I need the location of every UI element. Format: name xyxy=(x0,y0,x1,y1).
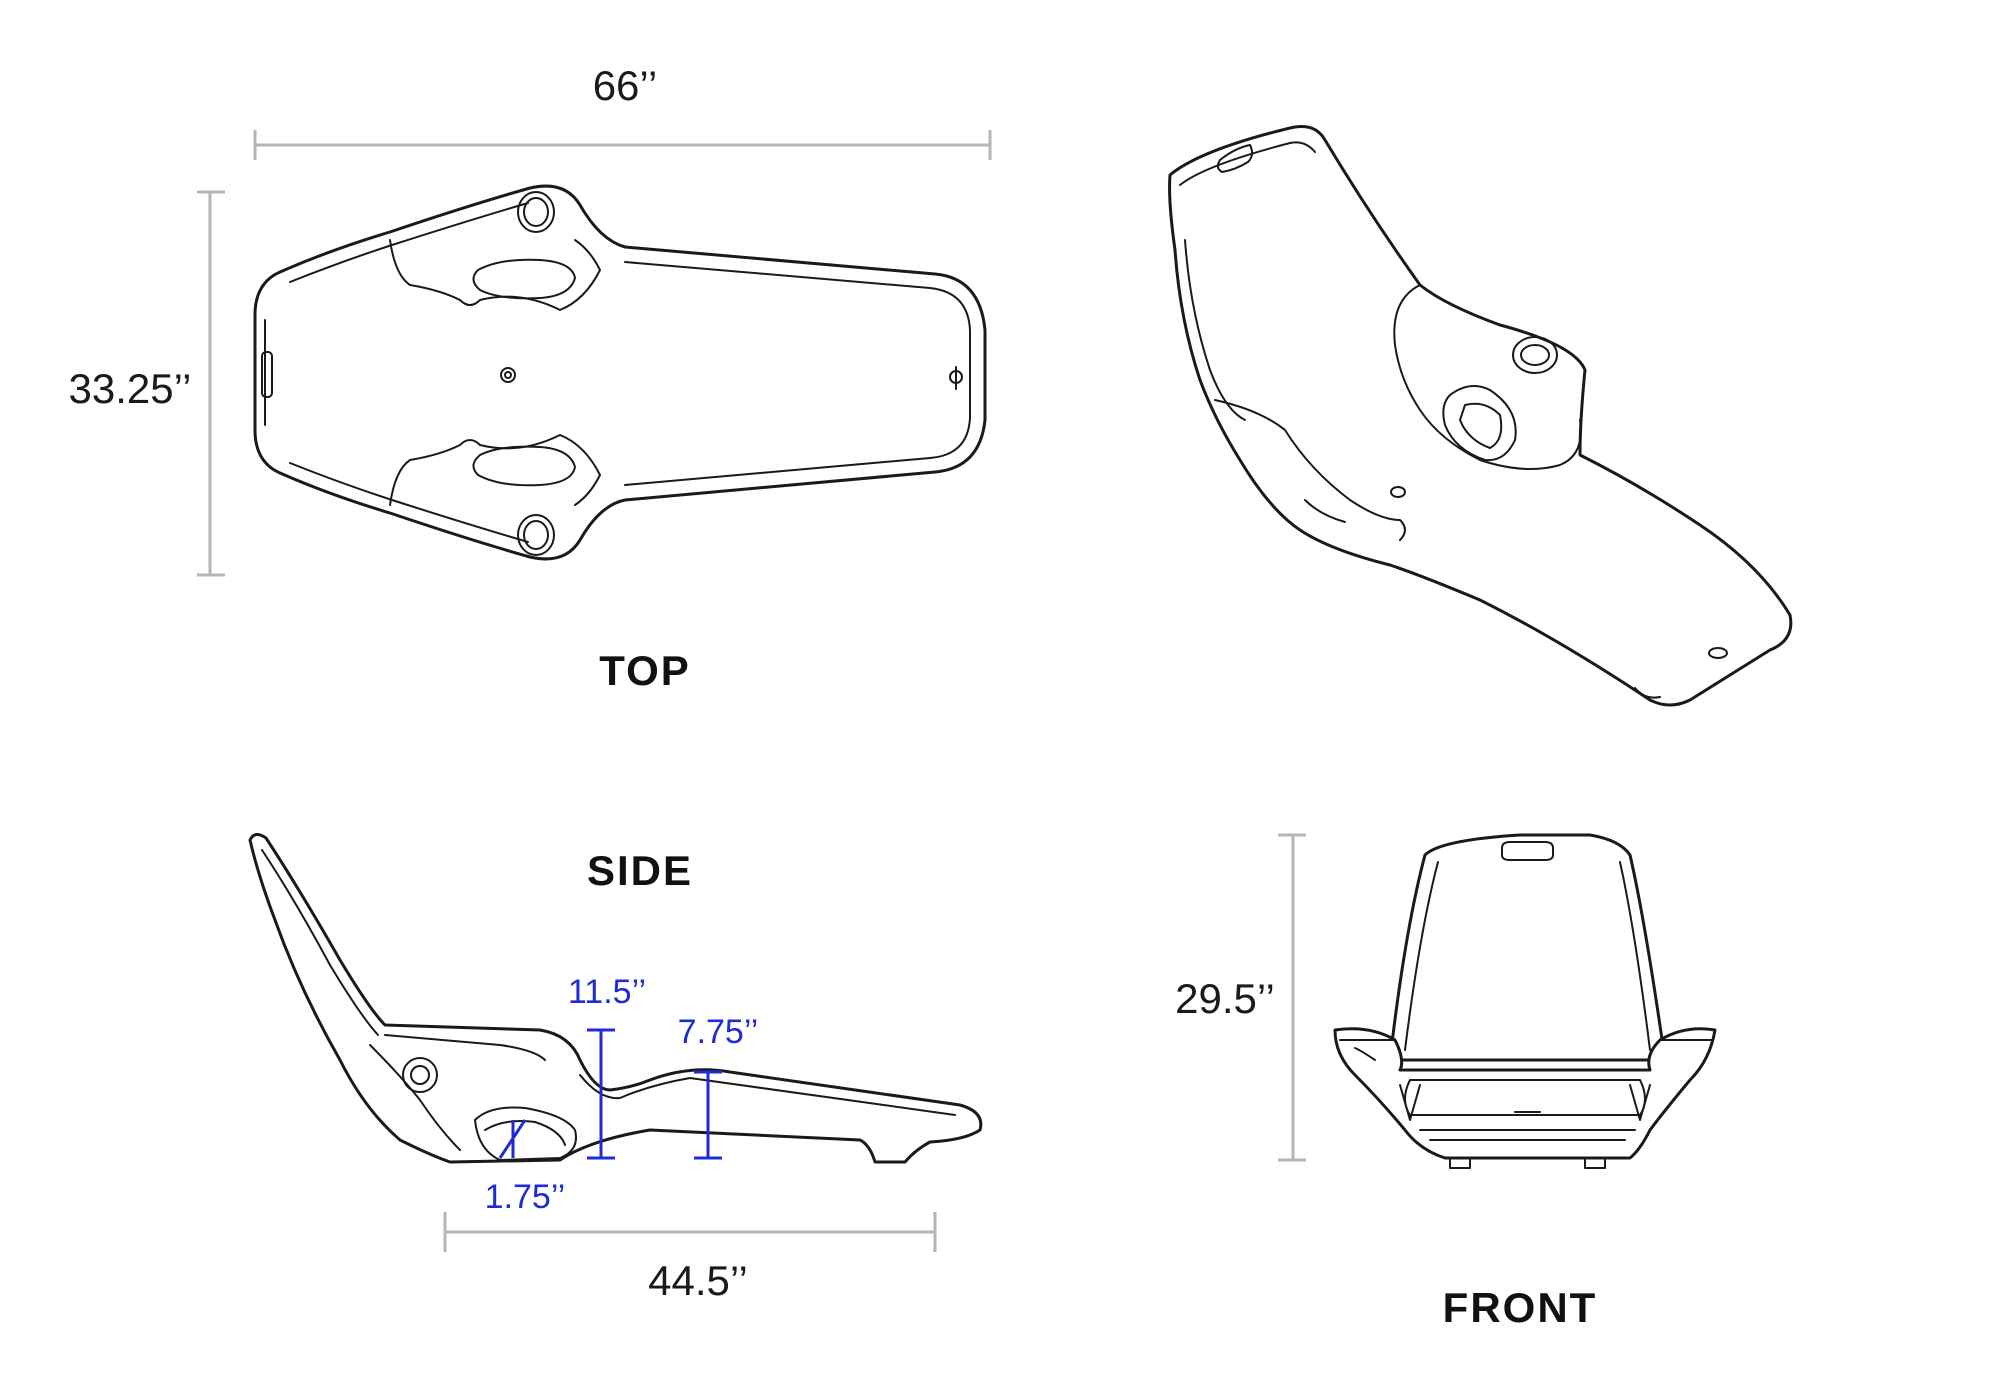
side-ring-fitting xyxy=(402,1057,438,1093)
seat-height-label: 11.5’’ xyxy=(568,973,646,1011)
front-handle-slot xyxy=(1501,841,1554,861)
back-handle-slot xyxy=(1216,144,1254,173)
front-backrest xyxy=(1388,833,1667,1062)
top-lounger-outline xyxy=(253,184,987,561)
width-label: 33.25’’ xyxy=(68,365,191,412)
top-handle-grip xyxy=(261,351,273,398)
width-dimension: 33.25’’ xyxy=(68,190,225,577)
top-view: 66’’ 33.25’’ xyxy=(68,62,992,577)
perspective-cup-holder xyxy=(1512,336,1558,374)
side-handle-recess xyxy=(474,1106,577,1161)
perspective-lounger-outline xyxy=(1168,125,1793,707)
lower-handle-slot xyxy=(472,445,576,487)
top-center-drain xyxy=(500,367,516,383)
leg-height-label: 7.75’’ xyxy=(678,1013,759,1051)
seat-height-marker xyxy=(587,1028,615,1160)
back-height-label: 29.5’’ xyxy=(1175,975,1275,1022)
side-lounger-outline xyxy=(248,833,983,1164)
perspective-handle-well xyxy=(1442,385,1517,462)
lower-cup-holder xyxy=(517,514,555,556)
base-clearance-label: 1.75’’ xyxy=(485,1178,566,1216)
seat-length-dimension: 44.5’’ xyxy=(443,1212,937,1304)
leg-height-marker xyxy=(694,1070,722,1160)
seat-length-label: 44.5’’ xyxy=(648,1257,748,1304)
perspective-view xyxy=(1168,125,1793,707)
perspective-drain xyxy=(1390,486,1406,498)
upper-handle-slot xyxy=(472,258,576,300)
back-height-dimension: 29.5’’ xyxy=(1175,833,1306,1162)
upper-cup-holder xyxy=(517,191,555,233)
front-base xyxy=(1333,1027,1717,1160)
length-label: 66’’ xyxy=(593,62,658,109)
perspective-end-fitting xyxy=(1708,647,1728,659)
length-dimension: 66’’ xyxy=(253,62,992,160)
top-view-title: TOP xyxy=(599,647,691,694)
front-view-title: FRONT xyxy=(1443,1284,1598,1331)
side-view: 11.5’’ 7.75’’ 1.75’’ 44.5’’ xyxy=(248,833,983,1304)
base-clearance-marker xyxy=(498,1119,527,1159)
side-view-title: SIDE xyxy=(587,847,693,894)
front-view: 29.5’’ xyxy=(1175,833,1717,1169)
